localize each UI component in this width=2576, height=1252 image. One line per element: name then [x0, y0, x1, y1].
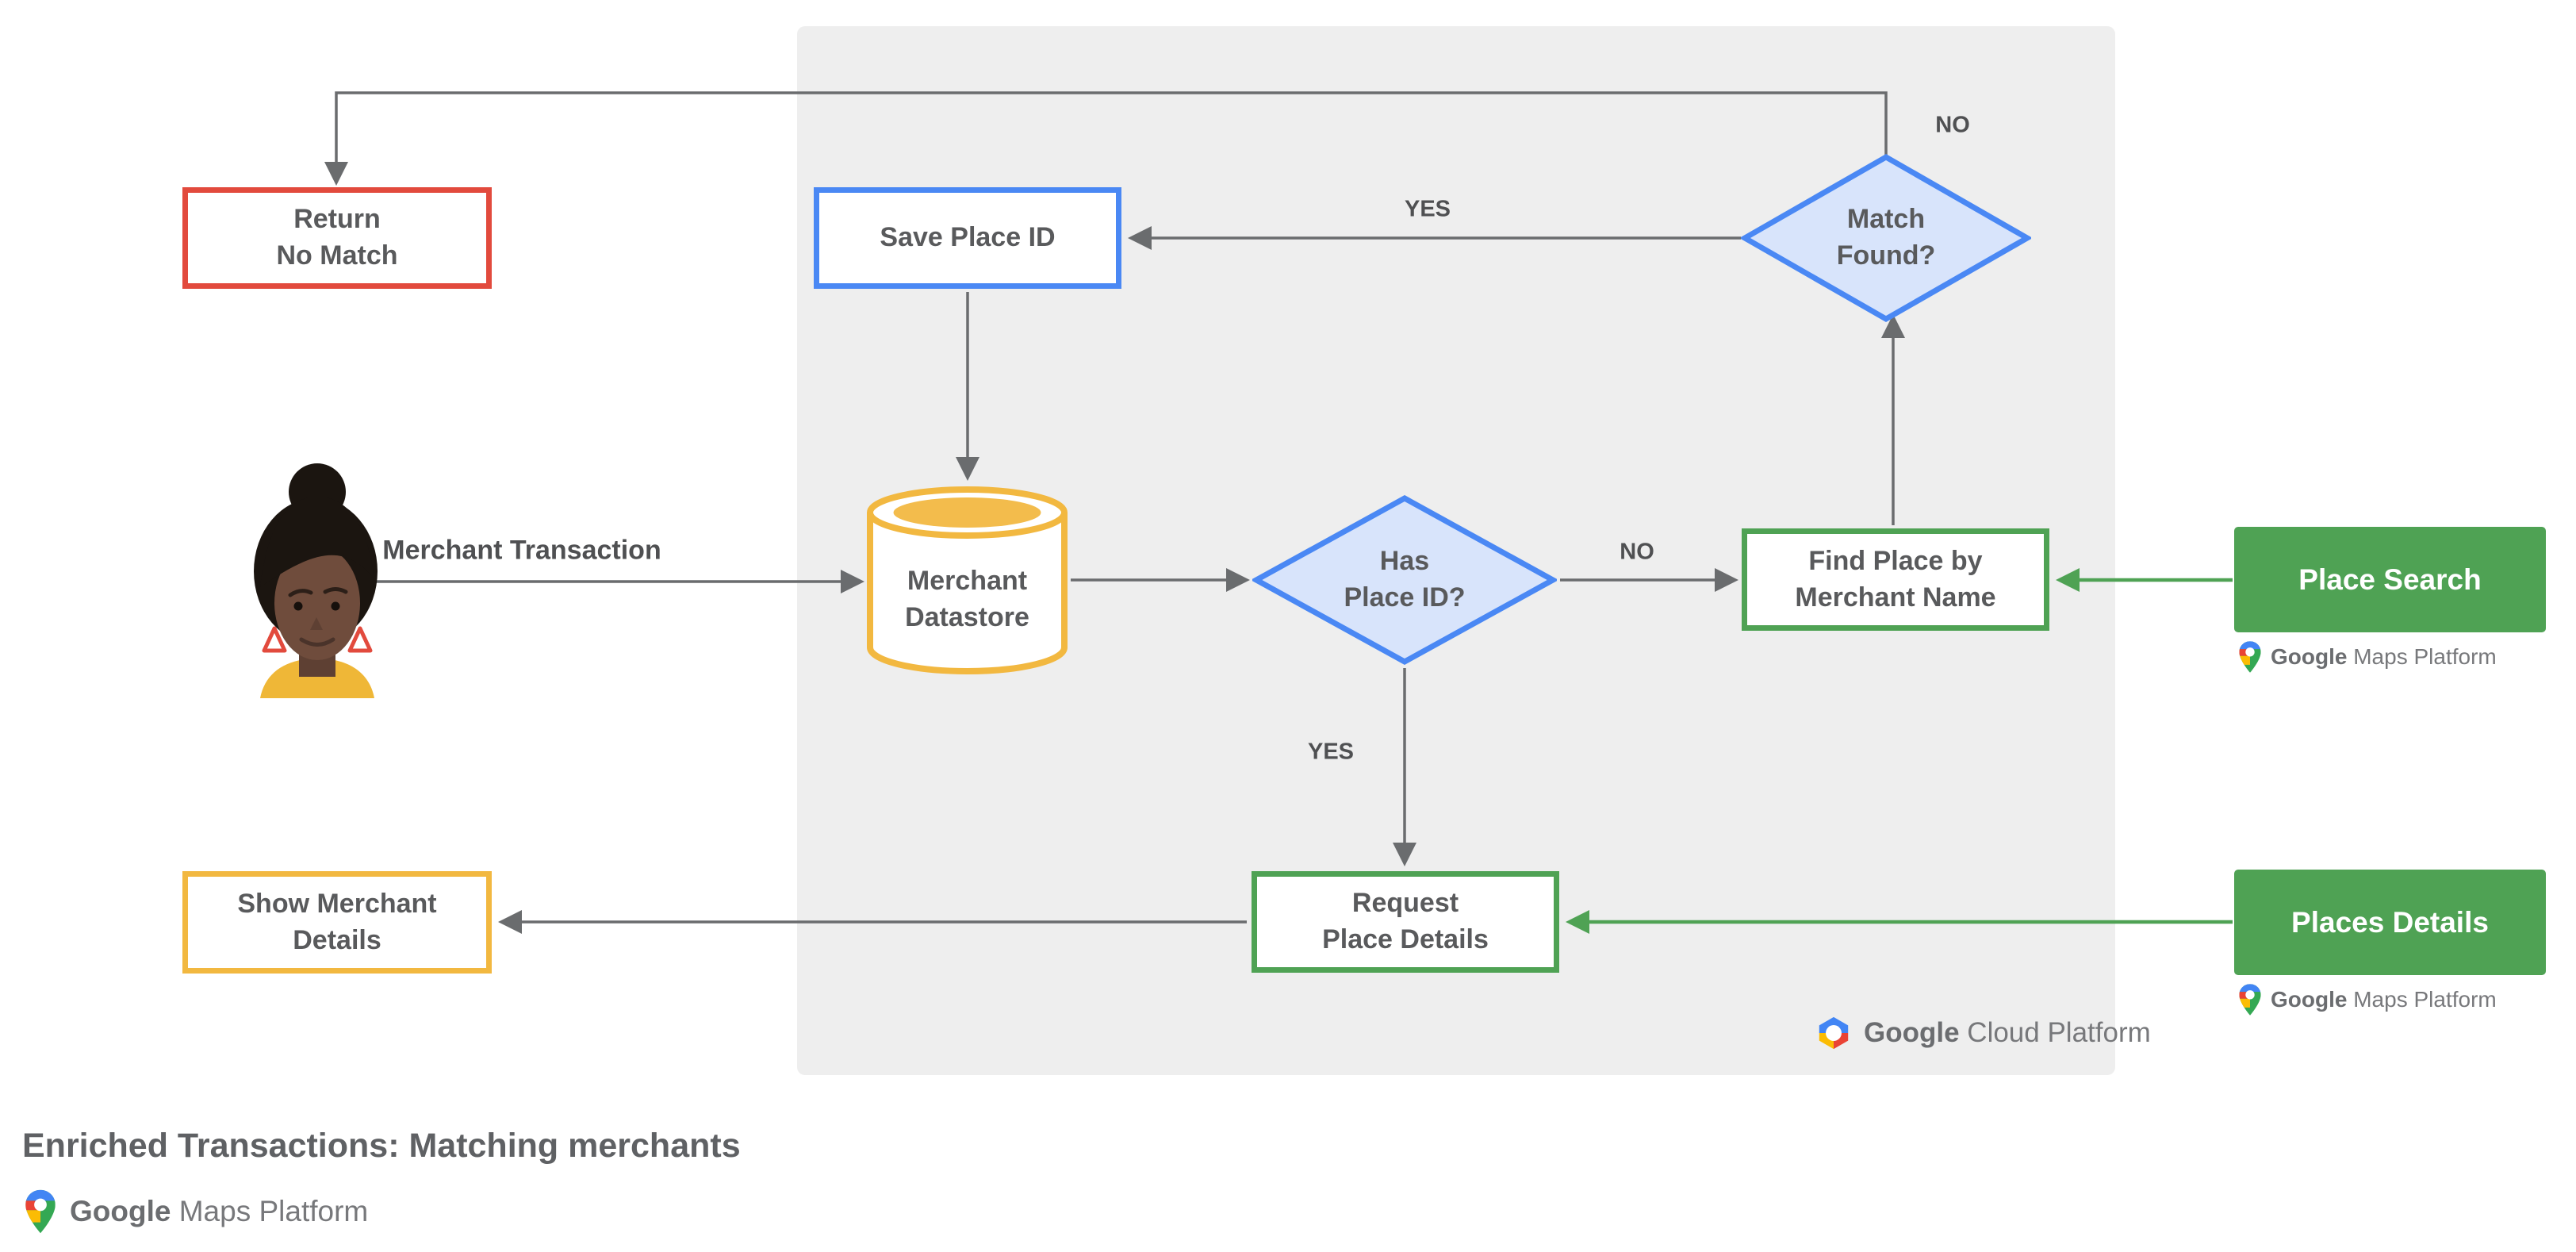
- node-request-place-details: Request Place Details: [1252, 871, 1559, 973]
- node-match-found: Match Found?: [1741, 153, 2031, 323]
- gmp-google-text: Google: [70, 1195, 171, 1227]
- maps-pin-icon: [2239, 641, 2261, 673]
- maps-pin-icon: [25, 1189, 56, 1234]
- node-show-merchant-details: Show Merchant Details: [182, 871, 492, 974]
- node-find-place-label: Find Place by Merchant Name: [1795, 545, 1996, 613]
- node-place-search: Place Search: [2234, 527, 2546, 632]
- gmp-product-text: Maps Platform: [2347, 987, 2497, 1012]
- google-cloud-platform-wordmark: Google Cloud Platform: [1864, 1017, 2151, 1049]
- edge-label-has-place-id-no: NO: [1620, 539, 1654, 565]
- arrow-into-return: [324, 162, 348, 186]
- node-return-no-match: Return No Match: [182, 187, 492, 289]
- edge-label-match-found-yes: YES: [1404, 196, 1451, 222]
- node-show-merchant-details-label: Show Merchant Details: [237, 888, 437, 955]
- maps-platform-wordmark: Google Maps Platform: [70, 1195, 368, 1228]
- gcp-product-text: Cloud Platform: [1959, 1017, 2151, 1048]
- diagram-title: Enriched Transactions: Matching merchant…: [22, 1127, 741, 1165]
- maps-platform-logo-footer: Google Maps Platform: [24, 1187, 368, 1236]
- gcp-google-text: Google: [1864, 1017, 1960, 1048]
- node-save-place-id: Save Place ID: [814, 187, 1121, 289]
- edge-label-match-found-no: NO: [1935, 112, 1970, 138]
- node-find-place-by-merchant-name: Find Place by Merchant Name: [1742, 528, 2049, 631]
- edge-label-has-place-id-yes: YES: [1307, 739, 1355, 765]
- node-request-place-details-label: Request Place Details: [1322, 888, 1489, 954]
- node-places-details-label: Places Details: [2291, 905, 2489, 939]
- has-place-id-diamond-shape: [1252, 495, 1557, 665]
- node-match-found-label: Match Found?: [1836, 204, 1936, 271]
- google-cloud-hexagon-icon: [1819, 1016, 1849, 1050]
- node-has-place-id: Has Place ID?: [1252, 494, 1557, 666]
- gmp-google-text: Google: [2271, 644, 2348, 669]
- maps-platform-wordmark: Google Maps Platform: [2271, 987, 2497, 1012]
- datastore-cylinder-icon: [867, 486, 1068, 674]
- node-places-details: Places Details: [2234, 870, 2546, 975]
- match-found-diamond-shape: [1741, 153, 2031, 323]
- maps-pin-icon: [2239, 984, 2261, 1016]
- gmp-google-text: Google: [2271, 987, 2348, 1012]
- edge-label-merchant-transaction: Merchant Transaction: [382, 535, 661, 566]
- arrow-into-show: [498, 910, 522, 934]
- gmp-product-text: Maps Platform: [171, 1195, 369, 1227]
- google-cloud-platform-logo: Google Cloud Platform: [1815, 1012, 2151, 1054]
- node-return-no-match-label: Return No Match: [276, 204, 398, 271]
- maps-platform-logo-place-search: Google Maps Platform: [2238, 639, 2497, 674]
- maps-platform-wordmark: Google Maps Platform: [2271, 644, 2497, 670]
- node-merchant-datastore: Merchant Datastore: [866, 484, 1068, 676]
- node-has-place-id-label: Has Place ID?: [1344, 546, 1466, 613]
- maps-platform-logo-places-details: Google Maps Platform: [2238, 982, 2497, 1017]
- node-place-search-label: Place Search: [2298, 563, 2482, 596]
- gmp-product-text: Maps Platform: [2347, 644, 2497, 669]
- node-save-place-id-label: Save Place ID: [880, 222, 1056, 253]
- merchant-user-avatar: [254, 463, 378, 698]
- node-merchant-datastore-label: Merchant Datastore: [905, 566, 1029, 632]
